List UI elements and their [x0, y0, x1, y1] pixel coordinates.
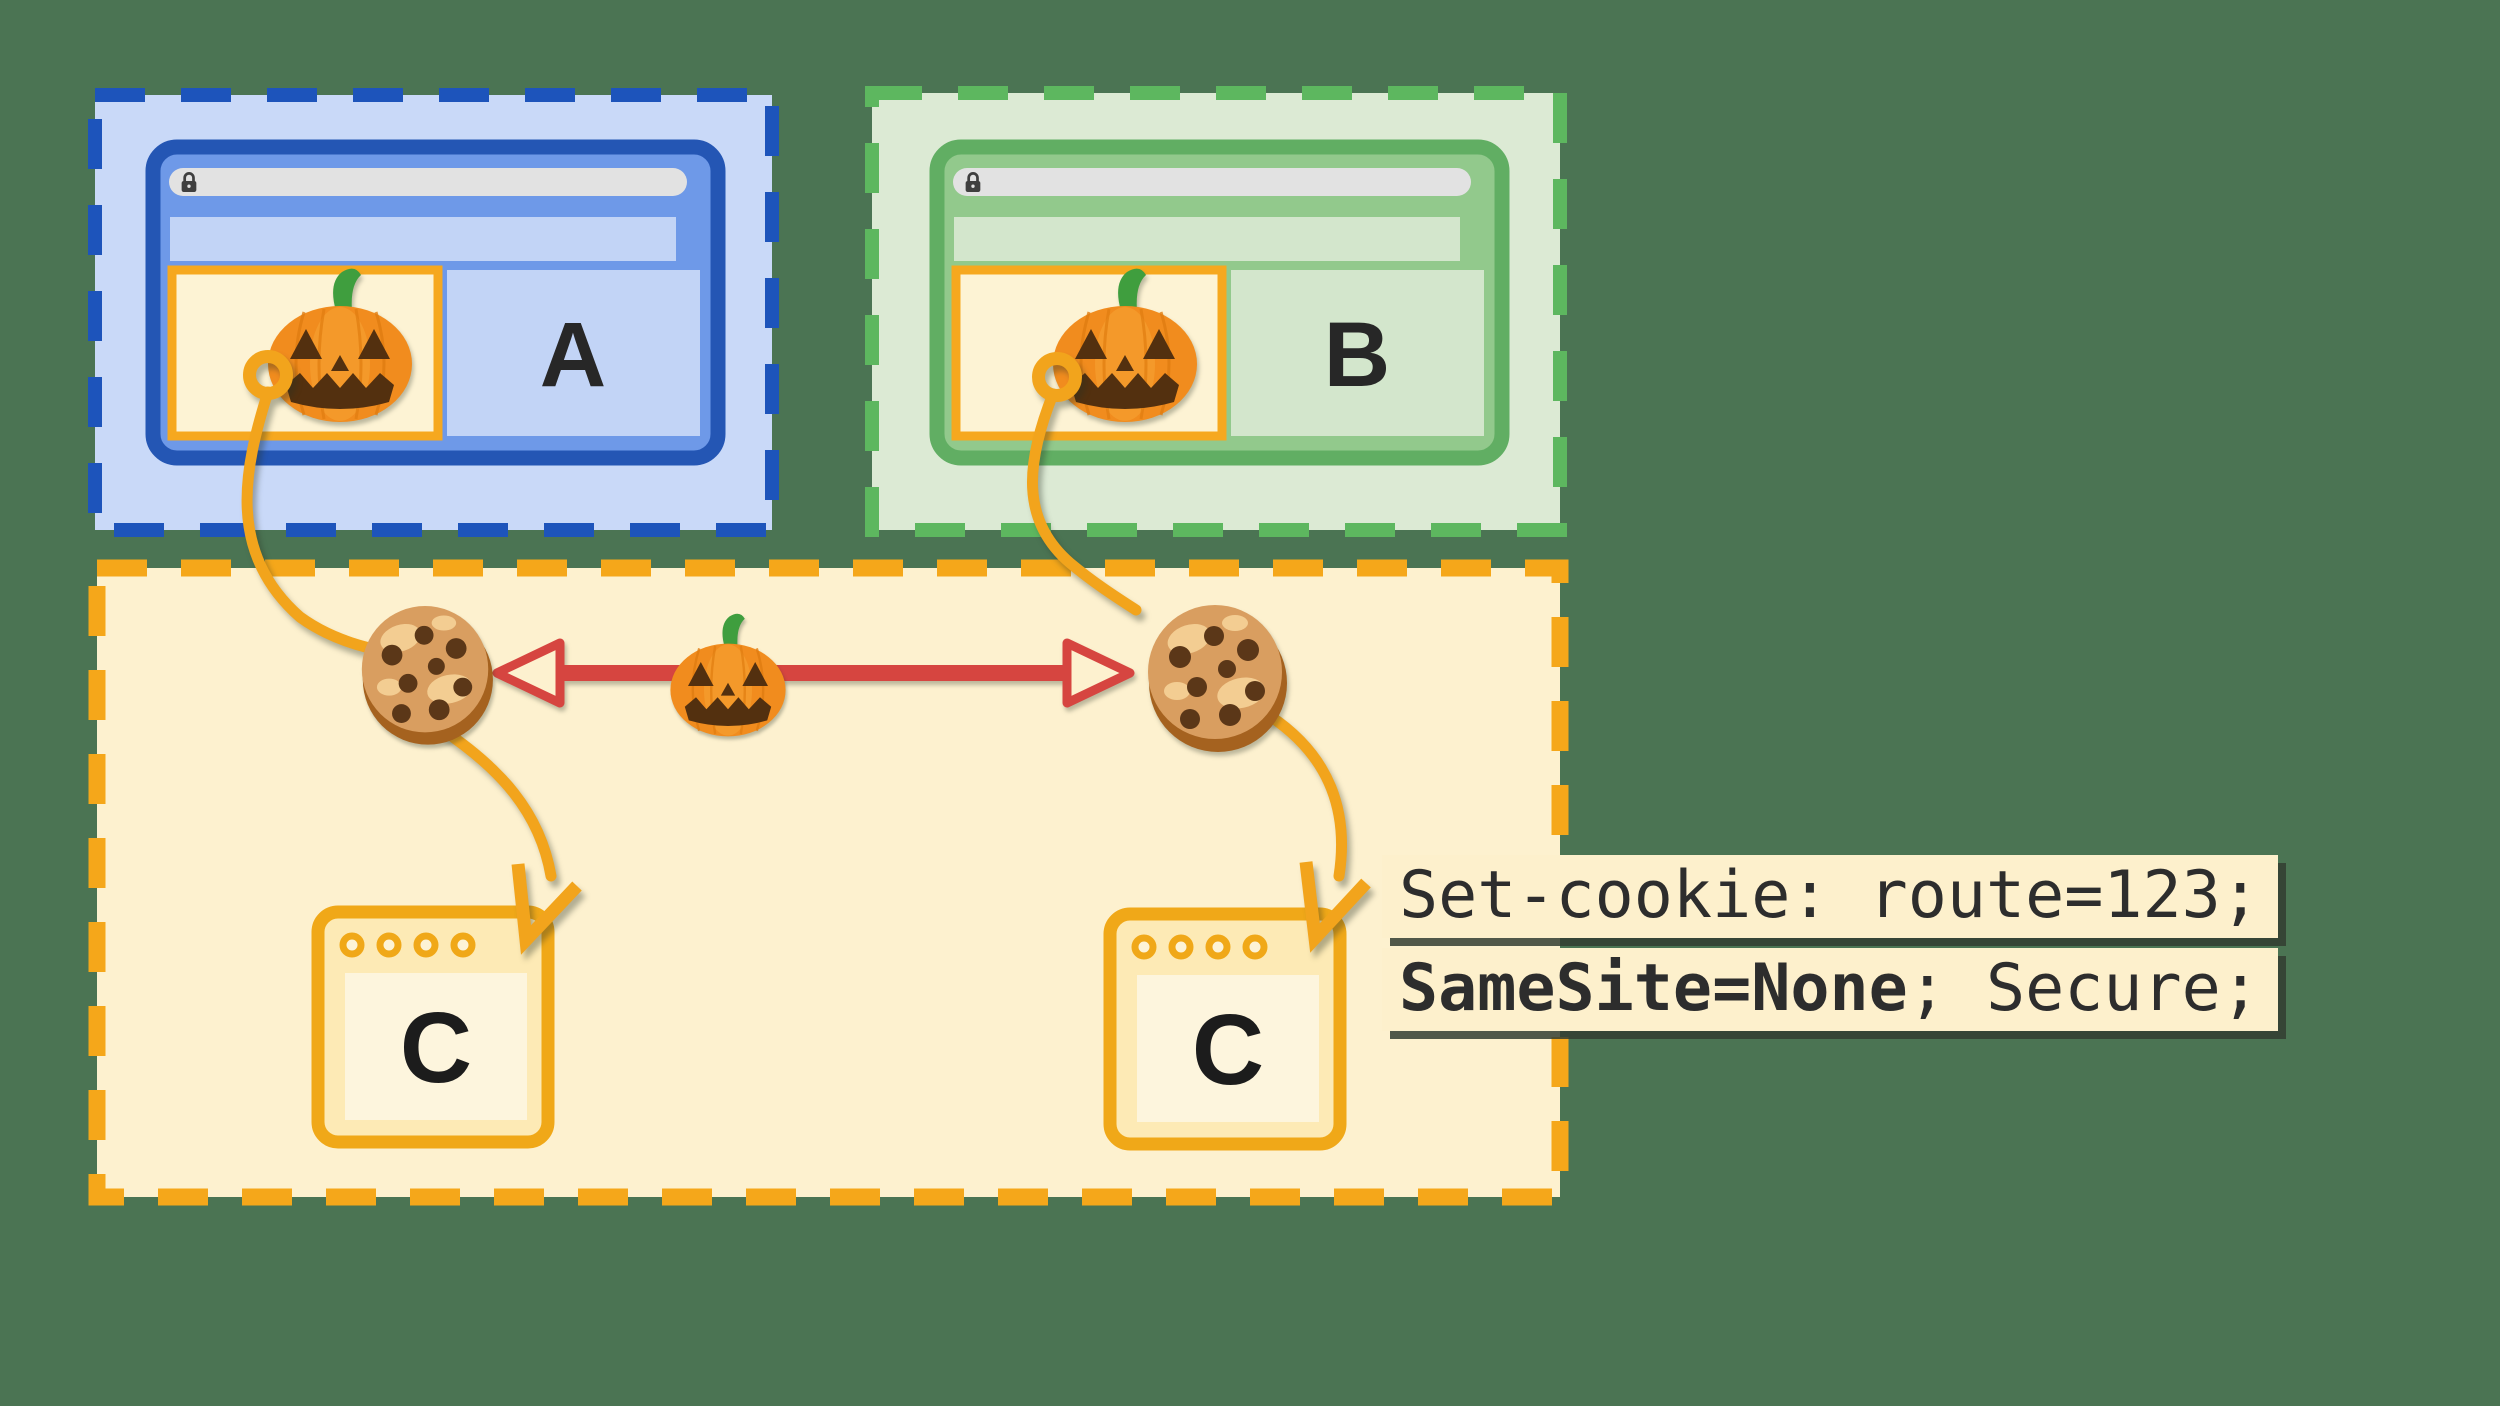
cookie-string-b	[1026, 388, 1142, 616]
cookie-to-c-right	[1264, 710, 1347, 882]
site-a-label: A	[540, 304, 606, 406]
site-a-container: A	[88, 88, 779, 537]
site-b-content-panel	[1231, 270, 1484, 436]
cross-site-sync-arrow	[492, 638, 1135, 708]
code-box-line1	[1382, 855, 2278, 938]
window-dot-icon	[1168, 934, 1194, 960]
code-samesite-bold: SameSite=None	[1399, 951, 1908, 1026]
site-b-container: B	[865, 86, 1567, 537]
window-dot-icon	[376, 932, 402, 958]
c-window-content	[1137, 975, 1319, 1122]
cookie-flow-arrowhead	[1299, 861, 1371, 953]
cookie-string-a	[241, 386, 384, 656]
browser-window-b	[929, 139, 1510, 466]
third-party-label: C	[1192, 994, 1264, 1106]
c-window-right: C	[1103, 907, 1347, 1151]
page-content-strip	[954, 217, 1460, 261]
third-party-label: C	[400, 992, 472, 1104]
code-box-line2	[1382, 948, 2278, 1031]
window-dot-icon	[339, 932, 365, 958]
site-b-label: B	[1324, 304, 1390, 406]
arrowhead-right	[1062, 638, 1135, 708]
url-bar[interactable]	[169, 168, 687, 196]
window-dot-icon	[1242, 934, 1268, 960]
site-a-content-panel	[447, 270, 700, 436]
arrowhead-left	[492, 638, 565, 708]
window-dot-icon	[413, 932, 439, 958]
window-dot-icon	[450, 932, 476, 958]
window-dot-icon	[1205, 934, 1231, 960]
window-dot-icon	[1131, 934, 1157, 960]
set-cookie-annotation: Set-cookie: route=123; SameSite=None; Se…	[1382, 855, 2286, 1039]
browser-window-a	[145, 139, 726, 466]
code-secure-rest: ; Secure;	[1908, 951, 2260, 1026]
cookie-flow-arrowhead	[511, 863, 582, 955]
cookie-flow-paths	[241, 350, 1371, 955]
page-content-strip	[170, 217, 676, 261]
c-window-left: C	[311, 905, 555, 1149]
code-snippet-line1: Set-cookie: route=123;	[1399, 858, 2260, 933]
c-window-content	[345, 973, 527, 1120]
code-snippet-line2: SameSite=None; Secure;	[1399, 951, 2260, 1026]
cookie-to-c-left	[434, 722, 557, 882]
url-bar[interactable]	[953, 168, 1471, 196]
